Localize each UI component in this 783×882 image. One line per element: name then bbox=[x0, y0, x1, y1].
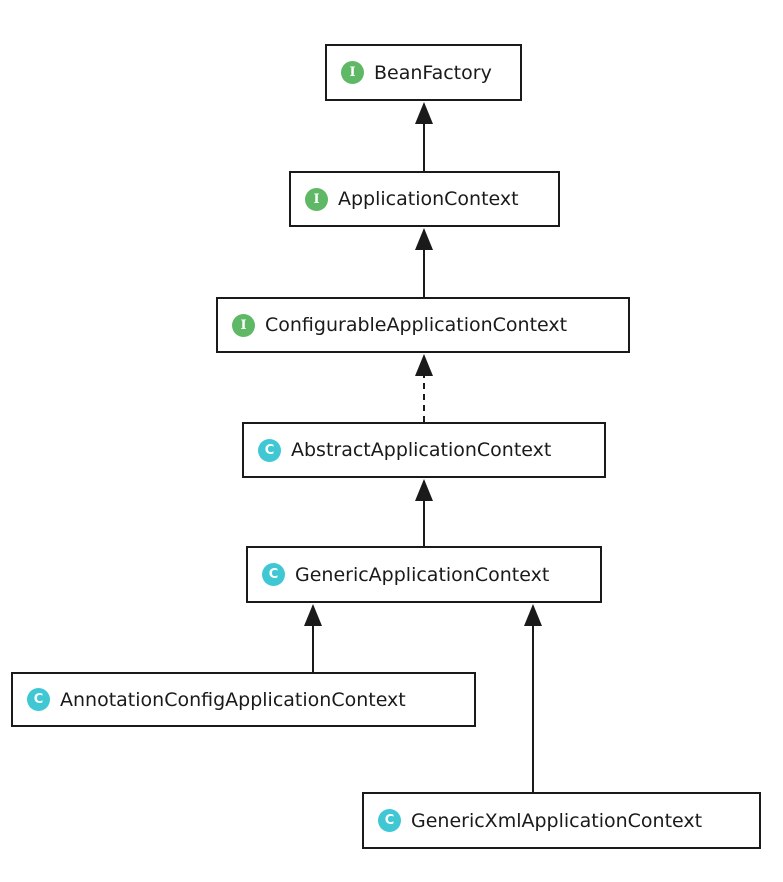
class-node-genericapplicationcontext[interactable]: C GenericApplicationContext bbox=[246, 546, 602, 603]
class-node-label: ConfigurableApplicationContext bbox=[265, 314, 568, 336]
class-node-label: GenericApplicationContext bbox=[295, 563, 550, 586]
class-icon: C bbox=[258, 438, 281, 462]
class-node-label: GenericXmlApplicationContext bbox=[411, 809, 703, 832]
interface-icon: I bbox=[341, 61, 364, 84]
class-node-configurableapplicationcontext[interactable]: I ConfigurableApplicationContext bbox=[216, 297, 630, 353]
class-icon: C bbox=[262, 563, 285, 586]
class-node-annotationconfigapplicationcontext[interactable]: C AnnotationConfigApplicationContext bbox=[11, 672, 476, 727]
class-icon: C bbox=[27, 688, 50, 711]
class-node-label: ApplicationContext bbox=[338, 188, 519, 210]
class-node-label: BeanFactory bbox=[374, 61, 492, 84]
class-node-genericxmlapplicationcontext[interactable]: C GenericXmlApplicationContext bbox=[362, 792, 761, 849]
interface-icon: I bbox=[232, 313, 255, 337]
interface-icon: I bbox=[305, 187, 328, 211]
class-node-beanfactory[interactable]: I BeanFactory bbox=[325, 44, 522, 101]
class-node-label: AnnotationConfigApplicationContext bbox=[60, 688, 406, 711]
class-node-label: AbstractApplicationContext bbox=[291, 439, 552, 461]
class-node-applicationcontext[interactable]: I ApplicationContext bbox=[289, 171, 560, 227]
class-node-abstractapplicationcontext[interactable]: C AbstractApplicationContext bbox=[242, 422, 606, 478]
class-icon: C bbox=[378, 809, 401, 832]
